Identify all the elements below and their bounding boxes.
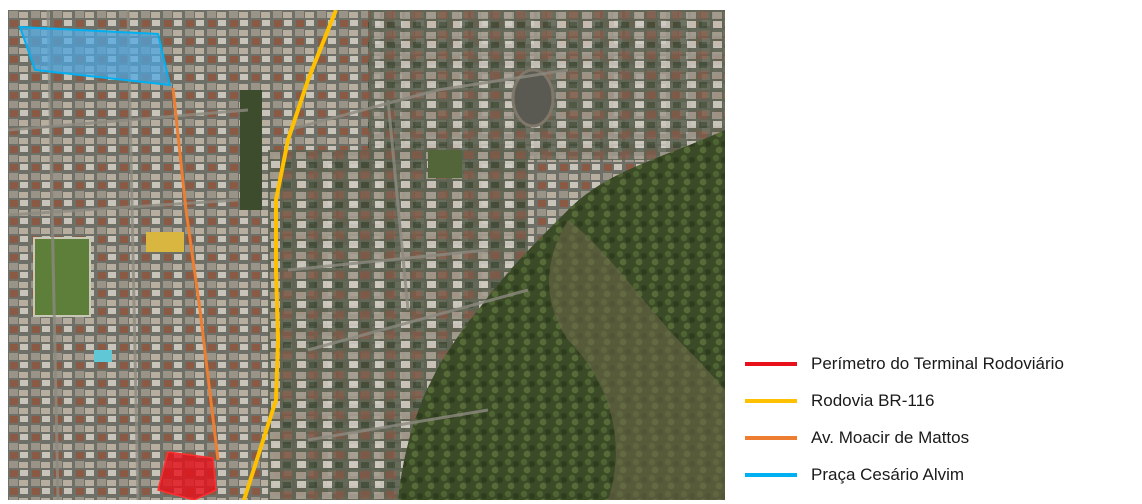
- legend-item-avenue: Av. Moacir de Mattos: [745, 419, 1140, 456]
- legend-swatch-avenue: [745, 435, 797, 440]
- legend-item-highway: Rodovia BR-116: [745, 382, 1140, 419]
- legend-swatch-highway: [745, 398, 797, 403]
- route-avenue-moacir: [171, 87, 220, 461]
- legend-label-terminal: Perímetro do Terminal Rodoviário: [811, 353, 1064, 373]
- sports-field: [33, 237, 91, 317]
- local-streets: [8, 10, 569, 500]
- green-patch: [428, 150, 462, 178]
- yellow-roof: [146, 232, 184, 252]
- map-svg: [8, 10, 725, 500]
- legend-label-avenue: Av. Moacir de Mattos: [811, 427, 970, 447]
- stadium: [511, 68, 555, 128]
- legend-item-square: Praça Cesário Alvim: [745, 456, 1140, 493]
- legend-swatch-terminal: [745, 361, 797, 366]
- bare-slope: [549, 220, 725, 500]
- tree-line: [240, 90, 262, 210]
- legend-swatch-square: [745, 472, 797, 477]
- route-highway-br116: [242, 10, 338, 500]
- map-legend: Perímetro do Terminal Rodoviário Rodovia…: [745, 345, 1140, 493]
- legend-item-terminal: Perímetro do Terminal Rodoviário: [745, 345, 1140, 382]
- area-terminal-rodoviario[interactable]: [157, 451, 217, 500]
- legend-label-highway: Rodovia BR-116: [811, 390, 935, 410]
- area-praca-cesario-alvim[interactable]: [18, 25, 172, 87]
- legend-label-square: Praça Cesário Alvim: [811, 464, 965, 484]
- satellite-map[interactable]: [8, 10, 725, 500]
- pool: [94, 350, 112, 362]
